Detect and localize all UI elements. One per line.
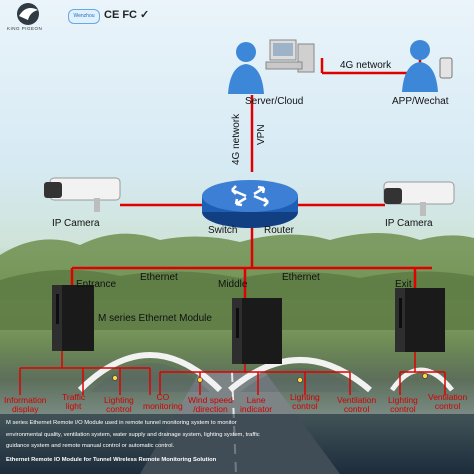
module-series-label: M series Ethernet Module <box>98 313 212 324</box>
network-links <box>70 58 432 298</box>
switch-label: Switch <box>208 225 238 236</box>
ip-camera-right-icon <box>383 181 455 216</box>
app-wechat-label: APP/Wechat <box>392 96 449 107</box>
description-line-3: guidance system and remote manual contro… <box>6 443 175 450</box>
network-vertical-label: 4G network <box>231 113 242 165</box>
module-middle-icon <box>232 298 282 364</box>
cert-marks: CE FC ✓ <box>104 9 150 21</box>
footer-title: Ethernet Remote IO Module for Tunnel Wir… <box>6 457 217 463</box>
router-label: Router <box>264 225 295 236</box>
io-links <box>19 350 446 395</box>
ethernet-label-2: Ethernet <box>282 272 320 283</box>
brand-name: KING PIGEON <box>7 26 43 31</box>
server-cloud-label: Server/Cloud <box>245 96 304 107</box>
tunnel-arch-left <box>77 352 223 393</box>
description-text: M series Ethernet Remote I/O Module used… <box>6 418 474 453</box>
tunnel-arch-middle <box>228 357 372 393</box>
router-icon <box>202 180 298 228</box>
ip-camera-left-icon <box>44 177 121 212</box>
tunnel-arch-right <box>389 367 454 392</box>
camera-right-label: IP Camera <box>385 218 433 229</box>
ethernet-label-1: Ethernet <box>140 272 178 283</box>
description-line-1: M series Ethernet Remote I/O Module used… <box>6 420 237 426</box>
field-device-markers <box>112 373 428 383</box>
exit-label: Exit <box>395 279 412 290</box>
pigeon-logo-icon <box>17 3 39 25</box>
entrance-label: Entrance <box>76 279 117 290</box>
signal-label-wind-speed: Wind speed/direction <box>188 395 233 414</box>
server-user-icon <box>228 39 315 94</box>
camera-left-label: IP Camera <box>52 218 100 229</box>
vpn-label: VPN <box>256 124 267 145</box>
app-user-icon <box>402 40 453 92</box>
network-top-label: 4G network <box>340 60 392 71</box>
caption-band <box>0 414 474 474</box>
module-entrance-icon <box>52 285 94 351</box>
brand-badge: Wenzhou <box>68 9 100 24</box>
middle-label: Middle <box>218 279 248 290</box>
description-line-2: environmental quality, ventilation syste… <box>6 431 260 438</box>
module-exit-icon <box>395 288 445 352</box>
